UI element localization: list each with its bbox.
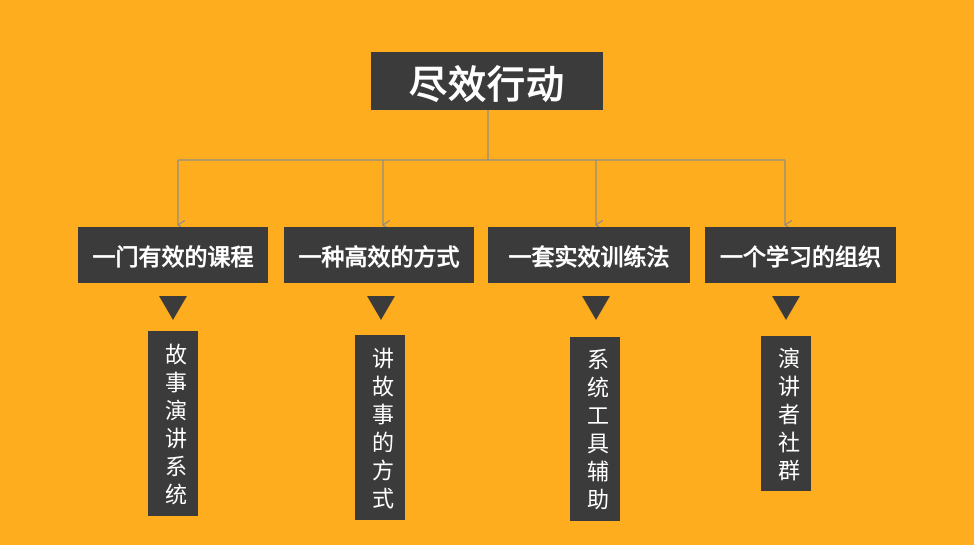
- down-triangle-icon: [159, 296, 187, 320]
- branch-box-4: 一个学习的组织: [705, 227, 896, 283]
- down-triangle-icon: [367, 296, 395, 320]
- detail-box-4: 演讲者社群: [761, 336, 811, 491]
- down-triangle-icon: [582, 296, 610, 320]
- down-triangle-icon: [772, 296, 800, 320]
- root-title: 尽效行动: [371, 52, 603, 110]
- branch-box-2: 一种高效的方式: [284, 227, 474, 283]
- detail-box-3: 系统工具辅助: [570, 337, 620, 521]
- branch-box-1: 一门有效的课程: [78, 227, 268, 283]
- detail-box-1: 故事演讲系统: [148, 331, 198, 516]
- detail-box-2: 讲故事的方式: [355, 335, 405, 520]
- branch-box-3: 一套实效训练法: [488, 227, 690, 283]
